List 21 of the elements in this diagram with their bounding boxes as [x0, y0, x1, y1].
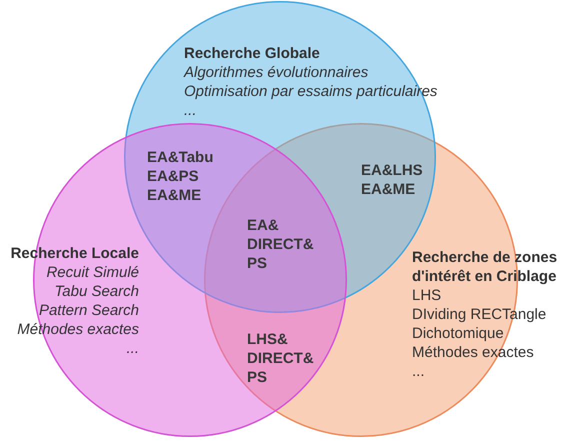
list-item: ...	[125, 339, 139, 358]
list-item: LHS	[412, 286, 442, 305]
list-item: Recuit Simulé	[45, 263, 139, 282]
overlap-label: EA&ME	[361, 180, 416, 199]
set-heading: Recherche Locale	[10, 244, 139, 263]
overlap-label: EA&ME	[147, 186, 202, 205]
list-item: DIviding RECTangle	[412, 305, 548, 324]
list-item: ...	[184, 101, 198, 120]
list-item: Méthodes exactes	[16, 320, 139, 339]
list-item: Dichotomique	[412, 324, 505, 343]
overlap-label: EA&Tabu	[147, 148, 214, 167]
list-item: Algorithmes évolutionnaires	[184, 63, 370, 82]
list-item: Tabu Search	[53, 282, 139, 301]
overlap-label: EA&LHS	[361, 161, 423, 180]
overlap-label: EA& DIRECT& PS	[247, 216, 314, 273]
list-item: ...	[412, 362, 426, 381]
set-heading: Recherche Globale	[184, 44, 321, 63]
overlap-label: LHS& DIRECT& PS	[247, 330, 314, 387]
overlap-label: EA&PS	[147, 167, 199, 186]
list-item: Optimisation par essaims particulaires	[184, 82, 438, 101]
list-item: Pattern Search	[38, 301, 139, 320]
